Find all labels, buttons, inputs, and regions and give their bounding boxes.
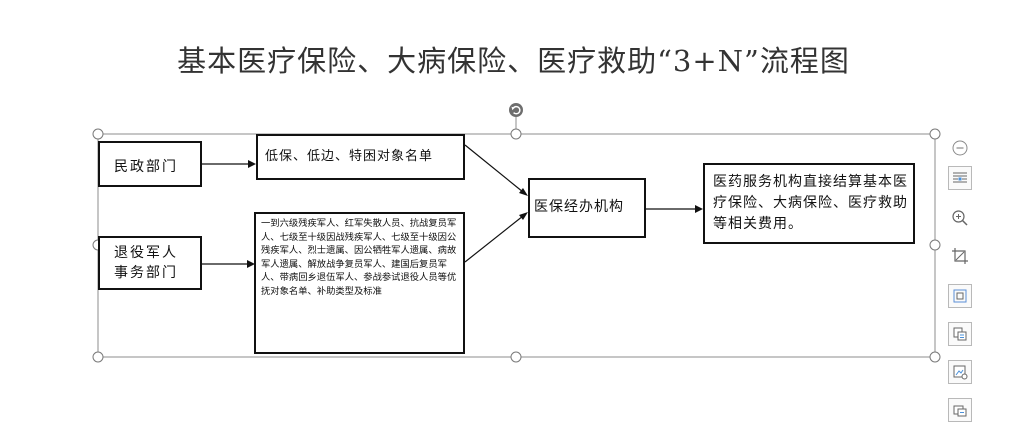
arrow-list1-to-agency <box>464 144 524 193</box>
resize-handle-right[interactable] <box>929 239 941 251</box>
veterans-affairs-label-line2: 事务部门 <box>114 265 178 281</box>
low-income-list-label: 低保、低边、特困对象名单 <box>265 149 434 164</box>
layout-options-icon[interactable] <box>948 166 972 190</box>
resize-handle-bottom-right[interactable] <box>929 351 941 363</box>
rotate-handle[interactable] <box>509 103 523 117</box>
medical-insurance-agency-box: 医保经办机构 <box>528 178 646 238</box>
diagram-title: 基本医疗保险、大病保险、医疗救助“3+N”流程图 <box>177 44 850 78</box>
veterans-affairs-box: 退役军人 事务部门 <box>98 236 202 290</box>
resize-handle-bottom-left[interactable] <box>92 351 104 363</box>
veteran-list-box: 一到六级残疾军人、红军失散人员、抗战复员军人、七级至十级因战残疾军人、七级至十级… <box>254 212 465 354</box>
replace-image-icon[interactable] <box>948 360 972 384</box>
collapse-icon[interactable] <box>948 136 972 160</box>
copy-image-icon[interactable] <box>948 322 972 346</box>
fit-frame-icon[interactable] <box>948 284 972 308</box>
veterans-affairs-label-line1: 退役军人 <box>114 245 178 261</box>
resize-handle-top-right[interactable] <box>929 128 941 140</box>
resize-handle-top-left[interactable] <box>92 128 104 140</box>
settlement-label: 医药服务机构直接结算基本医疗保险、大病保险、医疗救助等相关费用。 <box>713 174 908 232</box>
crop-icon[interactable] <box>948 244 972 268</box>
resize-handle-bottom[interactable] <box>510 351 522 363</box>
medical-insurance-agency-label: 医保经办机构 <box>534 199 624 215</box>
zoom-in-icon[interactable] <box>948 206 972 230</box>
low-income-list-box: 低保、低边、特困对象名单 <box>256 134 465 180</box>
arrow-list2-to-agency <box>464 215 524 263</box>
settlement-box: 医药服务机构直接结算基本医疗保险、大病保险、医疗救助等相关费用。 <box>703 163 915 244</box>
civil-affairs-box: 民政部门 <box>98 141 202 187</box>
veteran-list-label: 一到六级残疾军人、红军失散人员、抗战复员军人、七级至十级因战残疾军人、七级至十级… <box>261 218 457 297</box>
civil-affairs-label: 民政部门 <box>114 159 178 175</box>
resize-handle-top[interactable] <box>510 128 522 140</box>
more-options-icon[interactable] <box>948 398 972 422</box>
